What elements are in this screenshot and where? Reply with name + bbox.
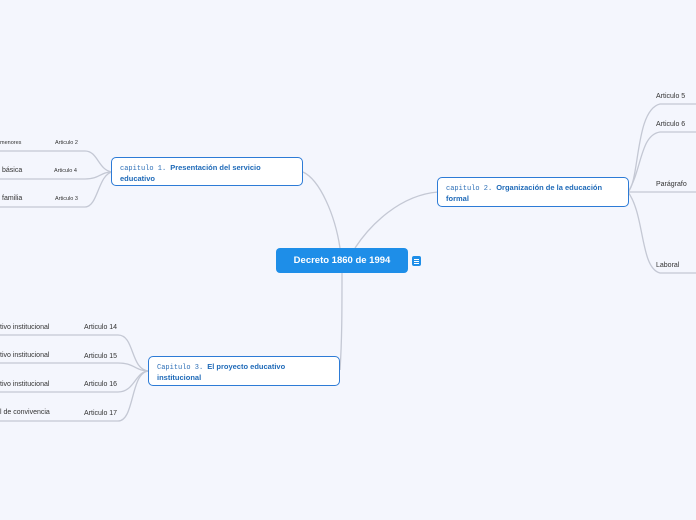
chapter-1-prefix: capitulo 1. bbox=[120, 165, 167, 173]
chapter-3-title: El proyecto educativo institucional bbox=[157, 362, 286, 382]
chapter-3-text-1[interactable]: tivo institucional bbox=[0, 324, 50, 331]
chapter-3-text-2[interactable]: tivo institucional bbox=[0, 352, 50, 359]
note-icon[interactable] bbox=[412, 256, 421, 266]
chapter-3-article-4[interactable]: Articulo 17 bbox=[84, 410, 118, 417]
chapter-1-article-2[interactable]: Articulo 4 bbox=[54, 168, 77, 174]
chapter-2-item-1[interactable]: Articulo 5 bbox=[656, 93, 686, 100]
chapter-1-text-3[interactable]: familia bbox=[2, 195, 23, 202]
chapter-1-article-1[interactable]: Articulo 2 bbox=[55, 140, 78, 146]
chapter-1-article-3[interactable]: Articulo 3 bbox=[55, 196, 78, 202]
chapter-3-article-3[interactable]: Articulo 16 bbox=[84, 381, 118, 388]
chapter-3-text-3[interactable]: tivo institucional bbox=[0, 381, 50, 388]
chapter-3-topic[interactable]: Capitulo 3.El proyecto educativo institu… bbox=[148, 356, 340, 386]
chapter-1-title: Presentación del servicio educativo bbox=[120, 163, 261, 183]
root-label: Decreto 1860 de 1994 bbox=[293, 255, 391, 266]
chapter-3-article-2[interactable]: Articulo 15 bbox=[84, 353, 118, 360]
chapter-1-text-1[interactable]: menores bbox=[0, 140, 22, 146]
chapter-2-title: Organización de la educación formal bbox=[446, 183, 603, 203]
chapter-2-item-3[interactable]: Parágrafo bbox=[656, 181, 687, 188]
root-topic[interactable]: Decreto 1860 de 1994 bbox=[276, 248, 408, 273]
chapter-3-text-4[interactable]: l de convivencia bbox=[0, 409, 50, 416]
chapter-3-article-1[interactable]: Articulo 14 bbox=[84, 324, 118, 331]
chapter-2-item-4[interactable]: Laboral bbox=[656, 262, 680, 269]
chapter-3-prefix: Capitulo 3. bbox=[157, 364, 204, 372]
chapter-1-text-2[interactable]: básica bbox=[2, 167, 23, 174]
chapter-2-prefix: capitulo 2. bbox=[446, 185, 493, 193]
chapter-1-topic[interactable]: capitulo 1.Presentación del servicio edu… bbox=[111, 157, 303, 186]
chapter-2-topic[interactable]: capitulo 2.Organización de la educación … bbox=[437, 177, 629, 207]
chapter-2-item-2[interactable]: Articulo 6 bbox=[656, 121, 686, 128]
